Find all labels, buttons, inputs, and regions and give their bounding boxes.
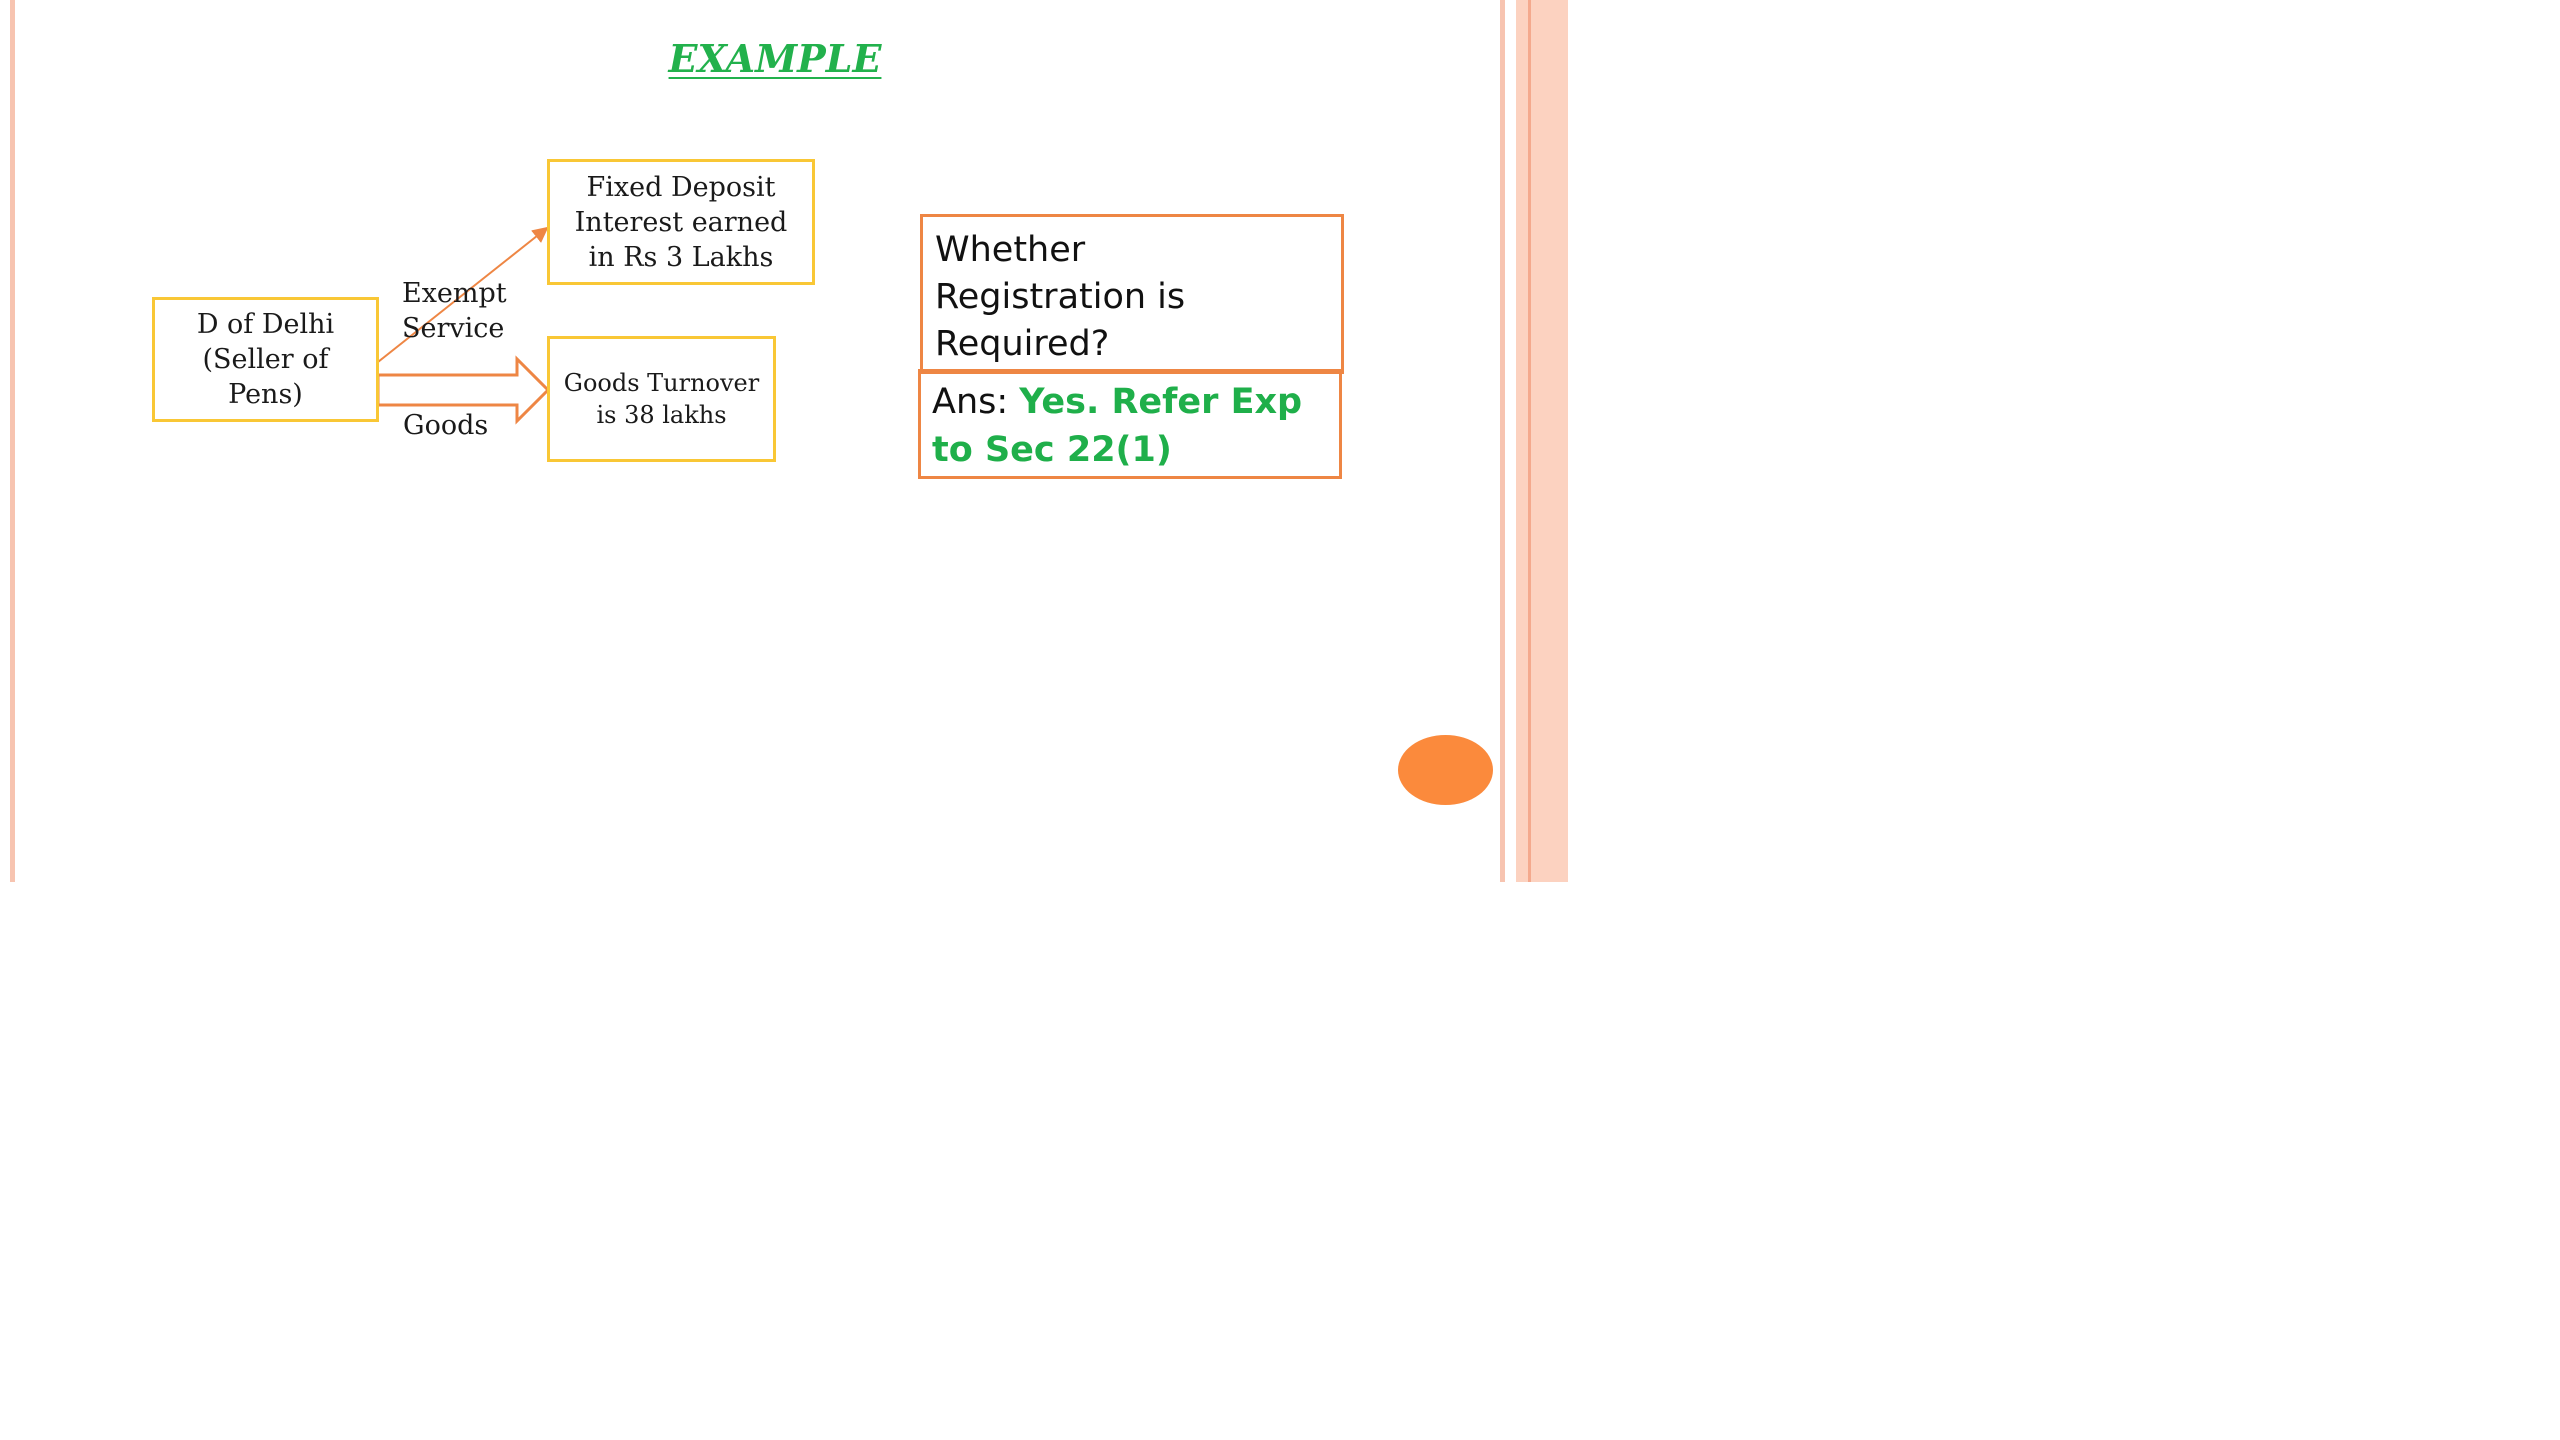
fixed-deposit-box: Fixed Deposit Interest earned in Rs 3 La… bbox=[547, 159, 815, 285]
answer-prefix: Ans: bbox=[932, 382, 1020, 422]
question-box: Whether Registration is Required? bbox=[920, 214, 1344, 374]
exempt-service-arrow bbox=[377, 226, 549, 363]
right-border-stripe-outer bbox=[1516, 0, 1568, 882]
goods-label: Goods bbox=[403, 410, 489, 441]
answer-box: Ans: Yes. Refer Exp to Sec 22(1) bbox=[918, 369, 1342, 479]
answer-text: Yes. Refer Exp to Sec 22(1) bbox=[932, 382, 1303, 470]
right-border-stripe-inner bbox=[1500, 0, 1505, 882]
left-border-stripe bbox=[10, 0, 15, 882]
slide-title: EXAMPLE bbox=[668, 36, 882, 81]
decorative-orange-circle bbox=[1398, 735, 1493, 805]
exempt-service-label: Exempt Service bbox=[402, 278, 507, 344]
seller-box: D of Delhi (Seller of Pens) bbox=[152, 297, 379, 422]
right-border-stripe-line bbox=[1528, 0, 1531, 882]
slide: EXAMPLE D of Delhi (Seller of Pens) Fixe… bbox=[0, 0, 1568, 882]
diagram-arrows bbox=[376, 226, 551, 425]
goods-turnover-box: Goods Turnover is 38 lakhs bbox=[547, 336, 776, 462]
goods-block-arrow bbox=[376, 355, 551, 425]
